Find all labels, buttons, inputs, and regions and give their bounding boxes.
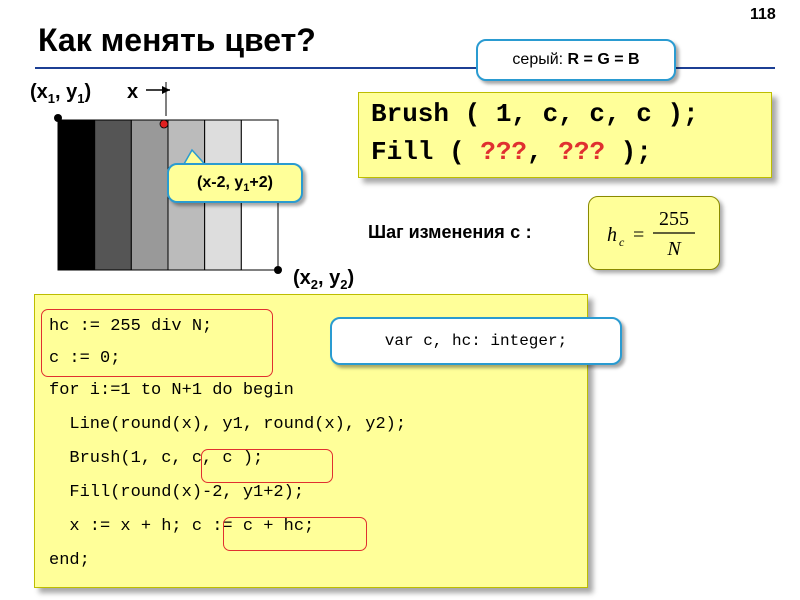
code-line-8: end; [49, 551, 90, 570]
formula-eq: = [633, 224, 644, 246]
fill-point-marker [159, 119, 169, 129]
step-formula: h c = 255 N [607, 208, 695, 260]
highlight-color-step [223, 517, 367, 551]
brush-command: Brush ( 1, c, c, c ); [371, 99, 699, 129]
gray-rule-bubble: серый: R = G = B [476, 39, 676, 81]
code-line-3: for i:=1 to N+1 do begin [49, 381, 294, 400]
var-declaration-bubble: var c, hc: integer; [330, 317, 622, 365]
formula-denominator: N [666, 238, 682, 260]
bottom-right-coord-label: (x2, y2) [293, 267, 354, 292]
top-left-corner-dot [54, 114, 62, 122]
gray-stripe-3 [130, 119, 169, 271]
fill-unknown-x: ??? [480, 137, 528, 167]
highlight-brush-args [201, 449, 333, 483]
callout-sub: 1 [243, 182, 250, 195]
callout-text-close: +2) [249, 174, 273, 191]
formula-lhs-sub: c [619, 235, 625, 249]
code-line-1: hc := 255 div N; [49, 317, 213, 336]
formula-numerator: 255 [659, 208, 689, 230]
page-number: 118 [750, 6, 776, 23]
code-line-2: c := 0; [49, 349, 121, 368]
title-underline [35, 67, 775, 69]
code-line-7: x := x + h; c := c + hc; [49, 517, 315, 536]
fill-suffix: ); [605, 137, 652, 167]
brush-fill-box: Brush ( 1, c, c, c ); Fill ( ???, ??? ); [358, 92, 772, 178]
gray-stripes-diagram: (x1, y1) x (x2, y2) [30, 81, 354, 292]
callout-text-open: (x-2, y [197, 174, 244, 191]
highlight-init-lines [41, 309, 273, 377]
step-label-colon: : [520, 222, 532, 242]
step-label: Шаг изменения c : [368, 222, 532, 244]
step-formula-box: h c = 255 N [588, 196, 720, 270]
step-label-var: c [509, 224, 521, 244]
slide-title: Как менять цвет? [38, 22, 316, 58]
bottom-right-corner-dot [274, 266, 282, 274]
stripes-group [57, 119, 279, 271]
formula-lhs: h [607, 224, 617, 246]
fill-point-callout: (x-2, y1+2) [167, 163, 303, 203]
gray-stripe-2 [94, 119, 132, 271]
x-label: x [127, 81, 138, 103]
gray-stripe-1 [57, 119, 96, 271]
fill-prefix: Fill ( [371, 137, 481, 167]
code-line-4: Line(round(x), y1, round(x), y2); [49, 415, 407, 434]
fill-command: Fill ( ???, ??? ); [371, 137, 652, 167]
top-left-coord-label: (x1, y1) [30, 81, 91, 106]
fill-unknown-y: ??? [558, 137, 606, 167]
code-line-6: Fill(round(x)-2, y1+2); [49, 483, 305, 502]
fill-separator: , [527, 137, 559, 167]
gray-rule-prefix: серый: [512, 51, 568, 68]
gray-rule-formula: R = G = B [567, 51, 640, 68]
step-label-text: Шаг изменения [368, 222, 510, 242]
